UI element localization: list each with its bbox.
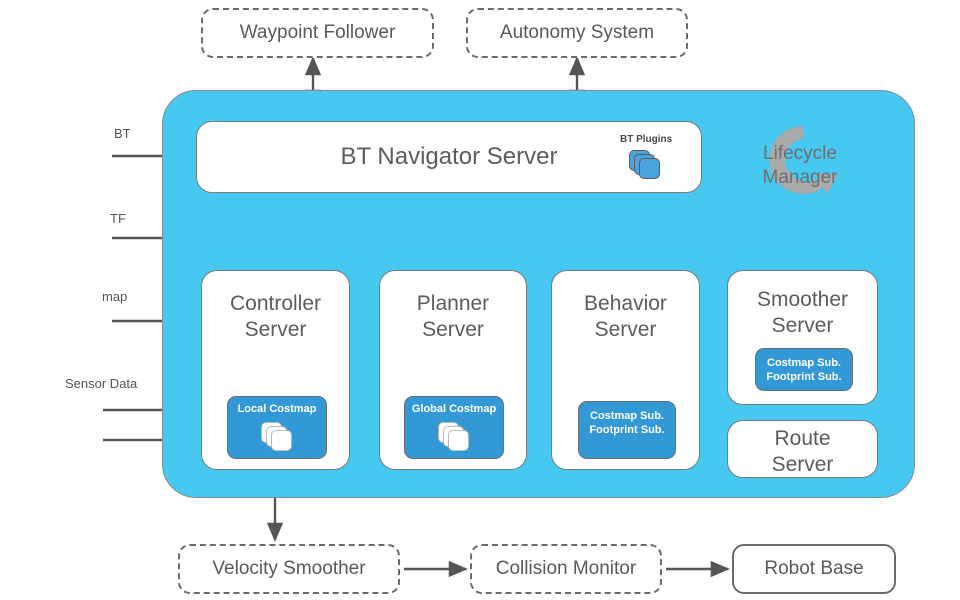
external-box-label: Waypoint Follower <box>239 22 396 43</box>
bt-plugins-stack-icon <box>629 150 663 180</box>
bt-navigator-server-title: BT Navigator Server <box>340 143 558 170</box>
controller-server-card[interactable]: Controller Server Local Costmap <box>201 270 350 470</box>
planner-server-line2: Server <box>422 318 484 341</box>
local-costmap-stack-icon <box>261 422 295 452</box>
behavior-server-line1: Behavior <box>584 292 667 315</box>
behavior-subscriptions-badge[interactable]: Costmap Sub. Footprint Sub. <box>578 401 676 459</box>
input-label-tf: TF <box>110 211 126 226</box>
bottom-box-label: Robot Base <box>764 558 864 579</box>
lifecycle-manager-line2: Manager <box>762 167 838 188</box>
local-costmap-label: Local Costmap <box>237 403 317 415</box>
global-costmap-label: Global Costmap <box>411 403 497 415</box>
bottom-box-velocity-smoother[interactable]: Velocity Smoother <box>178 544 400 594</box>
bt-plugins-label: BT Plugins <box>620 134 673 145</box>
controller-server-title: Controller Server <box>202 291 349 343</box>
input-label-bt: BT <box>114 126 131 141</box>
input-label-map: map <box>102 289 128 304</box>
controller-server-line1: Controller <box>229 292 322 315</box>
smoother-server-line1: Smoother <box>756 288 849 311</box>
lifecycle-manager-watermark: Lifecycle Manager <box>752 118 856 202</box>
bt-navigator-server-card[interactable]: BT Navigator Server BT Plugins <box>196 121 702 193</box>
smoother-subscriptions-badge[interactable]: Costmap Sub. Footprint Sub. <box>755 348 853 391</box>
route-server-line1: Route <box>774 427 831 450</box>
behavior-footprint-sub-label: Footprint Sub. <box>589 424 665 436</box>
bottom-box-label: Velocity Smoother <box>212 558 366 579</box>
behavior-server-title: Behavior Server <box>552 291 699 343</box>
bottom-box-label: Collision Monitor <box>495 558 637 579</box>
route-server-card[interactable]: Route Server <box>727 420 878 478</box>
behavior-costmap-sub-label: Costmap Sub. <box>590 410 664 422</box>
external-box-waypoint-follower[interactable]: Waypoint Follower <box>201 8 434 58</box>
external-box-label: Autonomy System <box>499 22 655 43</box>
behavior-server-line2: Server <box>594 318 657 341</box>
global-costmap-stack-icon <box>438 422 472 452</box>
behavior-server-card[interactable]: Behavior Server Costmap Sub. Footprint S… <box>551 270 700 470</box>
external-box-autonomy-system[interactable]: Autonomy System <box>466 8 688 58</box>
local-costmap-badge[interactable]: Local Costmap <box>227 396 327 459</box>
smoother-server-line2: Server <box>771 314 834 337</box>
route-server-title: Route Server <box>728 426 877 478</box>
lifecycle-manager-line1: Lifecycle <box>763 143 837 164</box>
bottom-box-robot-base[interactable]: Robot Base <box>732 544 896 594</box>
planner-server-card[interactable]: Planner Server Global Costmap <box>379 270 527 470</box>
smoother-costmap-sub-label: Costmap Sub. <box>767 357 841 369</box>
smoother-server-card[interactable]: Smoother Server Costmap Sub. Footprint S… <box>727 270 878 405</box>
lifecycle-manager-text: Lifecycle Manager <box>748 142 852 190</box>
planner-server-line1: Planner <box>416 292 490 315</box>
smoother-server-title: Smoother Server <box>728 287 877 339</box>
route-server-line2: Server <box>771 453 834 476</box>
input-label-sensor-data: Sensor Data <box>65 376 138 391</box>
bottom-box-collision-monitor[interactable]: Collision Monitor <box>470 544 662 594</box>
smoother-footprint-sub-label: Footprint Sub. <box>766 371 842 383</box>
recycle-arrow-icon <box>769 125 838 194</box>
planner-server-title: Planner Server <box>380 291 526 343</box>
global-costmap-badge[interactable]: Global Costmap <box>404 396 504 459</box>
controller-server-line2: Server <box>244 318 307 341</box>
